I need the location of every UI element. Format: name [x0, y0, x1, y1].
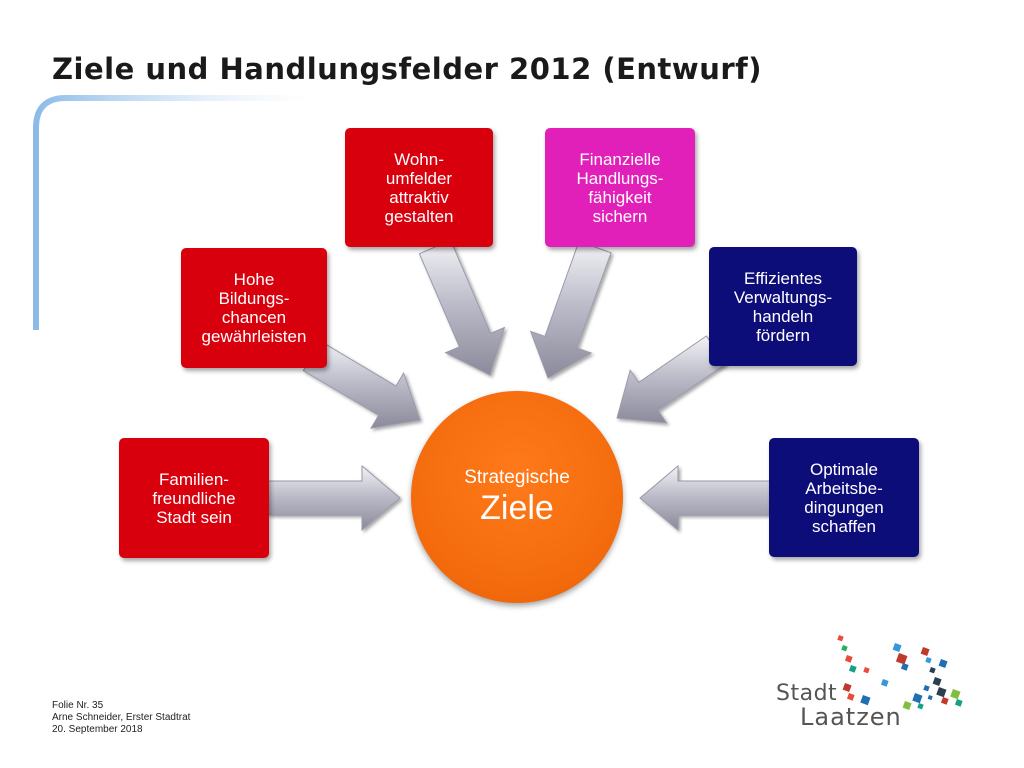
logo-dot	[844, 655, 853, 663]
logo-dot	[954, 699, 963, 707]
center-goal-title: Ziele	[480, 489, 554, 527]
logo-dot	[917, 703, 924, 710]
footer: Folie Nr. 35 Arne Schneider, Erster Stad…	[52, 700, 190, 736]
logo-dot	[860, 695, 871, 706]
stadt-laatzen-logo: Stadt Laatzen	[770, 625, 970, 735]
logo-dot	[895, 653, 908, 665]
logo-dot	[912, 693, 923, 704]
arrow-wohn	[418, 239, 506, 376]
field-arbeit-label: Optimale Arbeitsbe- dingungen schaffen	[804, 459, 884, 536]
center-goal-subtitle: Strategische	[464, 467, 570, 488]
field-bildung: Hohe Bildungs- chancen gewährleisten	[181, 248, 327, 368]
logo-dot	[842, 683, 852, 692]
logo-dot	[848, 665, 857, 673]
logo-dot	[932, 677, 942, 686]
footer-slide-number: Folie Nr. 35	[52, 700, 104, 711]
logo-dot	[940, 697, 949, 705]
logo-dot	[950, 689, 961, 700]
field-verwaltung: Effizientes Verwaltungs- handeln fördern	[709, 247, 857, 366]
logo-dot	[902, 700, 912, 710]
field-familie: Familien- freundliche Stadt sein	[119, 438, 269, 558]
footer-date: 20. September 2018	[52, 724, 143, 735]
logo-dot	[837, 635, 844, 642]
logo-dot	[863, 667, 870, 674]
logo-dot	[927, 695, 933, 701]
arrow-bildung	[302, 340, 421, 429]
slide-title: Ziele und Handlungsfelder 2012 (Entwurf)	[52, 52, 763, 86]
logo-dot	[841, 645, 848, 652]
logo-word-laatzen: Laatzen	[800, 703, 902, 731]
field-arbeit: Optimale Arbeitsbe- dingungen schaffen	[769, 438, 919, 557]
arrow-finanz	[529, 240, 612, 379]
field-finanz: Finanzielle Handlungs- fähigkeit sichern	[545, 128, 695, 247]
field-wohn: Wohn- umfelder attraktiv gestalten	[345, 128, 493, 247]
field-familie-label: Familien- freundliche Stadt sein	[152, 469, 236, 527]
logo-dot	[925, 657, 932, 664]
logo-dot	[920, 646, 930, 656]
logo-dot	[880, 679, 889, 687]
logo-dot	[938, 659, 948, 668]
logo-word-stadt: Stadt	[776, 681, 838, 706]
field-finanz-label: Finanzielle Handlungs- fähigkeit sichern	[576, 149, 664, 226]
arrow-verwaltung	[616, 335, 727, 424]
logo-dot	[936, 687, 947, 698]
logo-dots-graphic	[837, 635, 963, 710]
logo-dot	[900, 663, 909, 671]
logo-dot	[929, 667, 936, 674]
arrow-arbeit	[639, 464, 771, 532]
field-verwaltung-label: Effizientes Verwaltungs- handeln fördern	[733, 268, 833, 345]
field-bildung-label: Hohe Bildungs- chancen gewährleisten	[201, 270, 307, 346]
logo-dot	[846, 693, 855, 701]
logo-dot	[892, 642, 902, 652]
arrow-familie	[267, 464, 401, 532]
logo-dot	[923, 685, 930, 692]
center-goal-circle: Strategische Ziele	[411, 391, 623, 603]
footer-author: Arne Schneider, Erster Stadtrat	[52, 712, 191, 723]
field-wohn-label: Wohn- umfelder attraktiv gestalten	[384, 149, 454, 226]
